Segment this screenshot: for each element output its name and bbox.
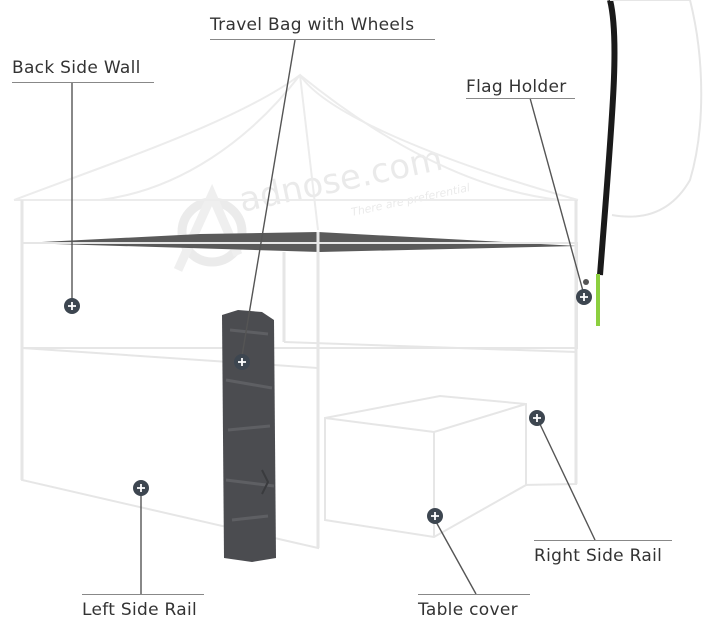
watermark-logo-icon [173,183,247,272]
underline-table-cover [418,594,530,595]
underline-left-side-rail [82,594,204,595]
label-left-side-rail: Left Side Rail [82,600,198,620]
table-cover-shape [324,394,527,539]
leader-lines [71,39,596,595]
marker-plus-icon[interactable] [234,354,250,370]
left-side-rail-panel [21,346,319,550]
label-table-cover: Table cover [418,600,518,620]
back-side-wall-panel [21,242,578,349]
underline-right-side-rail [534,540,672,541]
marker-plus-icon[interactable] [529,410,545,426]
label-right-side-rail: Right Side Rail [534,546,663,566]
flag-pole [583,0,703,326]
marker-plus-icon[interactable] [576,289,592,305]
leader-table-cover [434,519,477,595]
leader-right-side-rail [537,419,596,541]
underline-flag-holder [466,98,575,99]
label-travel-bag: Travel Bag with Wheels [210,15,415,35]
underline-travel-bag [210,39,435,40]
label-flag-holder: Flag Holder [466,77,567,97]
leader-flag-holder [529,97,584,292]
canopy-roof [13,73,579,231]
underline-back-side-wall [12,82,154,83]
markers [64,289,592,524]
marker-plus-icon[interactable] [133,480,149,496]
marker-plus-icon[interactable] [427,508,443,524]
leader-travel-bag [241,39,296,357]
marker-plus-icon[interactable] [64,298,80,314]
label-back-side-wall: Back Side Wall [12,58,141,78]
travel-bag-shape [222,310,276,562]
right-side-rail-panel [283,341,577,486]
flag-holder-bracket [596,274,600,326]
